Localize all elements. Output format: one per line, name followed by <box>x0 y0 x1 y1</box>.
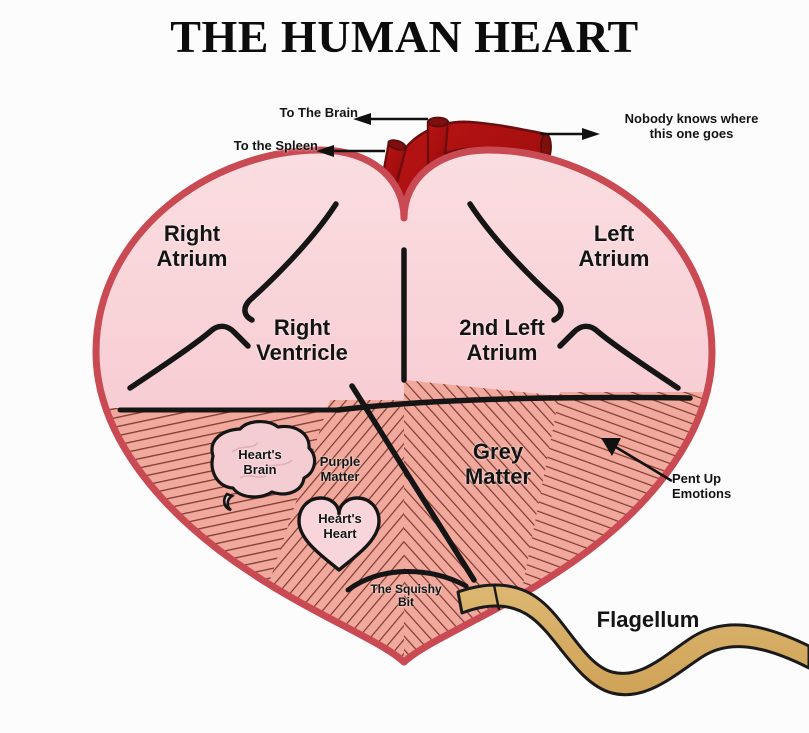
callout-to-the-brain: To The Brain <box>279 105 358 120</box>
flagellum-icon <box>456 583 809 697</box>
arrow-pent-up-emotions <box>601 438 673 483</box>
region-purple-matter: Purple Matter <box>319 454 361 484</box>
region-grey-matter: Grey Matter <box>464 439 531 489</box>
arrow-to-the-spleen <box>316 145 385 157</box>
callout-arrows <box>316 113 673 483</box>
callout-pent-up-emotions: Pent Up Emotions <box>672 471 732 501</box>
heart-icon <box>297 496 381 572</box>
brain-icon <box>210 420 317 512</box>
chamber-second-left-atrium: 2nd Left Atrium <box>459 315 545 365</box>
callout-nobody-knows: Nobody knows where this one goes <box>624 111 759 141</box>
chamber-right-ventricle: Right Ventricle <box>256 315 348 365</box>
region-hearts-brain: Heart's Brain <box>238 447 282 477</box>
chamber-left-atrium: Left Atrium <box>578 221 650 271</box>
callout-to-the-spleen: To the Spleen <box>233 138 318 153</box>
arrow-nobody-knows <box>540 128 600 140</box>
chamber-divider-lines <box>117 201 693 593</box>
chamber-right-atrium: Right Atrium <box>156 221 228 271</box>
page-title: THE HUMAN HEART <box>170 11 639 62</box>
label-flagellum: Flagellum <box>596 607 700 632</box>
region-the-squishy-bit: The Squishy Bit <box>370 582 442 610</box>
arrow-to-the-brain <box>353 113 428 125</box>
region-hearts-heart: Heart's Heart <box>318 511 362 541</box>
